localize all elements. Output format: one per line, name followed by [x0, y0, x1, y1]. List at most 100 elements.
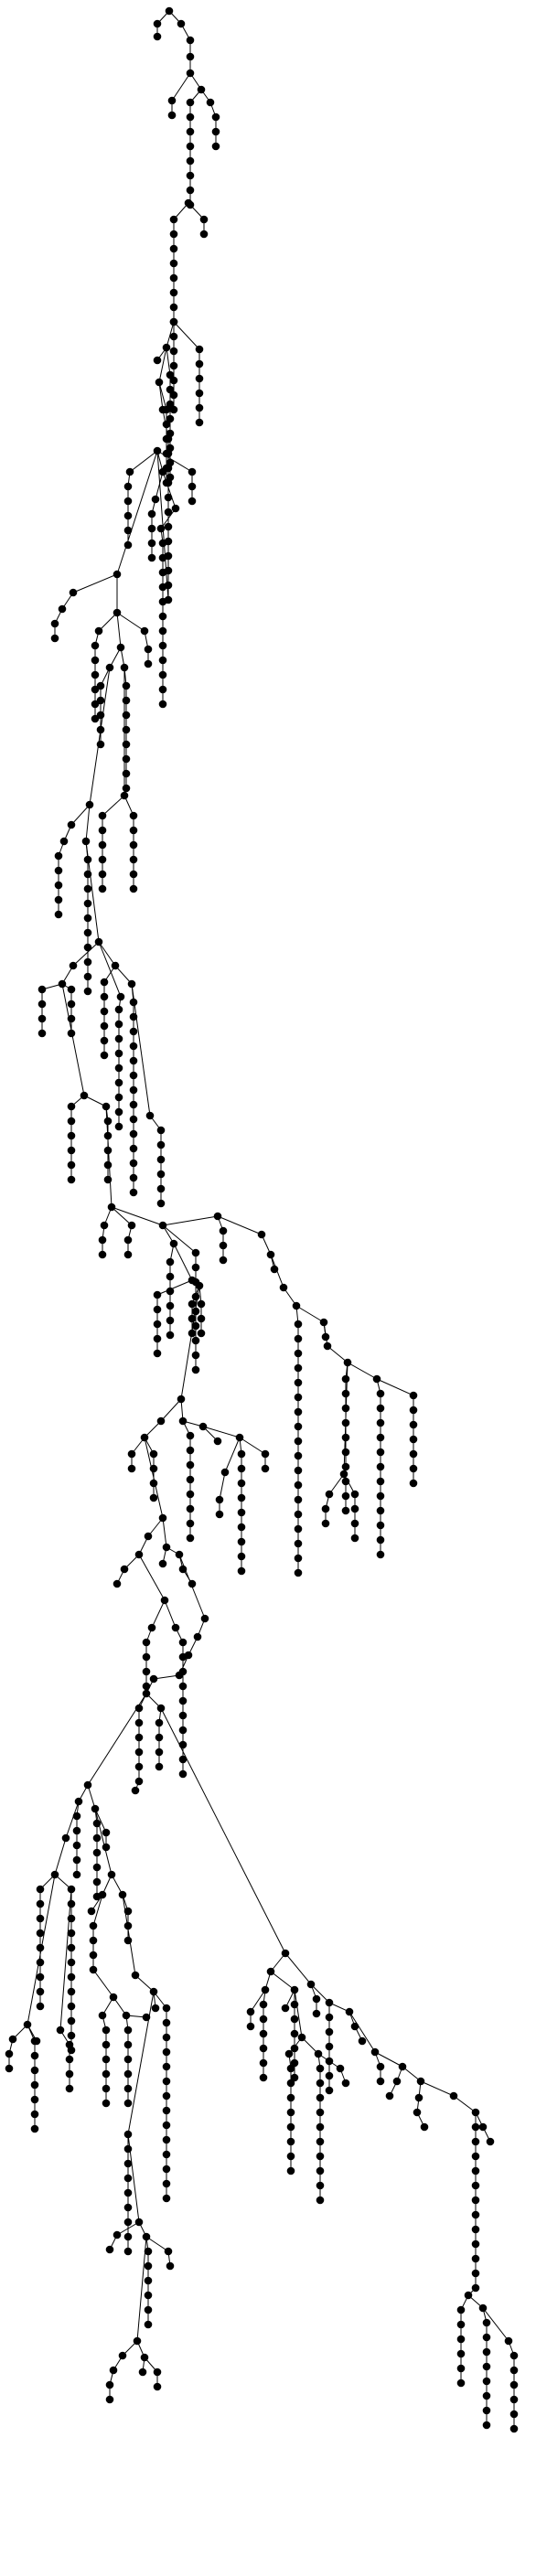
tree-node — [325, 2013, 334, 2022]
tree-node — [237, 1552, 246, 1561]
tree-node — [219, 1226, 228, 1235]
tree-node — [471, 2225, 480, 2234]
tree-edge — [111, 1206, 133, 1226]
tree-edge — [127, 1991, 155, 2135]
tree-node — [158, 583, 167, 592]
tree-node — [144, 2291, 153, 2300]
tree-node — [123, 2144, 133, 2154]
tree-node — [191, 1365, 200, 1374]
tree-node — [109, 2366, 118, 2375]
tree-edge — [294, 1989, 303, 2038]
tree-node — [471, 2122, 480, 2132]
tree-node — [123, 511, 133, 520]
tree-node — [281, 1949, 290, 1958]
tree-node — [149, 1493, 158, 1502]
tree-node — [156, 1140, 166, 1149]
tree-node — [153, 19, 162, 28]
tree-node — [155, 1762, 164, 1771]
tree-node — [358, 2036, 367, 2046]
tree-node — [122, 740, 131, 749]
tree-node — [80, 1091, 89, 1100]
tree-node — [144, 2261, 153, 2271]
tree-node — [294, 1378, 303, 1387]
tree-node — [113, 2230, 122, 2239]
tree-node — [36, 1899, 45, 1908]
tree-node — [166, 1301, 175, 1310]
tree-node — [36, 2002, 45, 2011]
tree-node — [409, 1449, 418, 1459]
tree-node — [186, 1460, 195, 1470]
tree-node — [156, 1416, 166, 1426]
tree-node — [162, 1543, 171, 1552]
tree-node — [142, 2013, 151, 2022]
tree-node — [127, 979, 136, 989]
tree-node — [213, 1437, 222, 1446]
tree-node — [144, 2276, 153, 2285]
tree-node — [509, 2410, 519, 2419]
tree-node — [98, 884, 107, 893]
tree-node — [213, 1212, 222, 1221]
tree-node — [158, 670, 167, 679]
tree-node — [197, 85, 206, 94]
tree-node — [376, 1491, 385, 1501]
tree-node — [92, 1877, 102, 1887]
tree-node — [91, 641, 100, 650]
tree-node — [198, 1422, 208, 1431]
tree-node — [171, 1623, 180, 1632]
tree-node — [178, 1696, 188, 1705]
tree-node — [316, 2108, 325, 2117]
tree-node — [286, 2137, 295, 2146]
tree-node — [127, 1449, 136, 1459]
tree-node — [219, 1241, 228, 1250]
tree-node — [169, 288, 178, 297]
tree-node — [409, 1406, 418, 1415]
tree-node — [67, 1117, 76, 1126]
tree-node — [162, 343, 171, 352]
tree-node — [67, 2002, 76, 2011]
tree-node — [186, 1490, 195, 1499]
tree-node — [372, 1374, 381, 1384]
tree-node — [162, 2047, 171, 2057]
tree-node — [54, 881, 63, 890]
tree-node — [325, 2057, 334, 2066]
tree-node — [211, 127, 220, 136]
tree-node — [191, 1336, 200, 1345]
tree-node — [350, 2022, 359, 2031]
tree-node — [325, 1998, 334, 2007]
tree-edge — [89, 667, 111, 806]
tree-node — [83, 987, 92, 996]
tree-node — [167, 111, 177, 120]
tree-node — [107, 1870, 116, 1879]
tree-node — [259, 2073, 268, 2082]
tree-node — [105, 2245, 114, 2254]
tree-node — [153, 356, 162, 365]
tree-node — [156, 1170, 166, 1179]
tree-node — [123, 2026, 133, 2035]
tree-node — [5, 2049, 14, 2058]
tree-node — [471, 2210, 480, 2219]
tree-node — [36, 1987, 45, 1996]
tree-node — [341, 1506, 350, 1515]
tree-node — [325, 2071, 334, 2080]
tree-node — [284, 2049, 294, 2058]
tree-node — [83, 928, 92, 937]
tree-node — [129, 1012, 138, 1021]
tree-node — [482, 2406, 491, 2415]
tree-node — [103, 1175, 113, 1184]
tree-node — [158, 405, 167, 414]
tree-node — [98, 1250, 107, 1259]
tree-node — [102, 1102, 111, 1111]
tree-node — [376, 1477, 385, 1486]
tree-node — [123, 1921, 133, 1930]
tree-node — [144, 2320, 153, 2329]
tree-node — [156, 1155, 166, 1164]
tree-node — [199, 230, 209, 239]
tree-node — [306, 1980, 316, 1989]
tree-node — [321, 1504, 330, 1513]
tree-node — [72, 1855, 81, 1865]
tree-node — [237, 1537, 246, 1546]
tree-node — [184, 198, 193, 208]
tree-node — [409, 1420, 418, 1429]
tree-node — [186, 1446, 195, 1455]
tree-node — [316, 2181, 325, 2190]
